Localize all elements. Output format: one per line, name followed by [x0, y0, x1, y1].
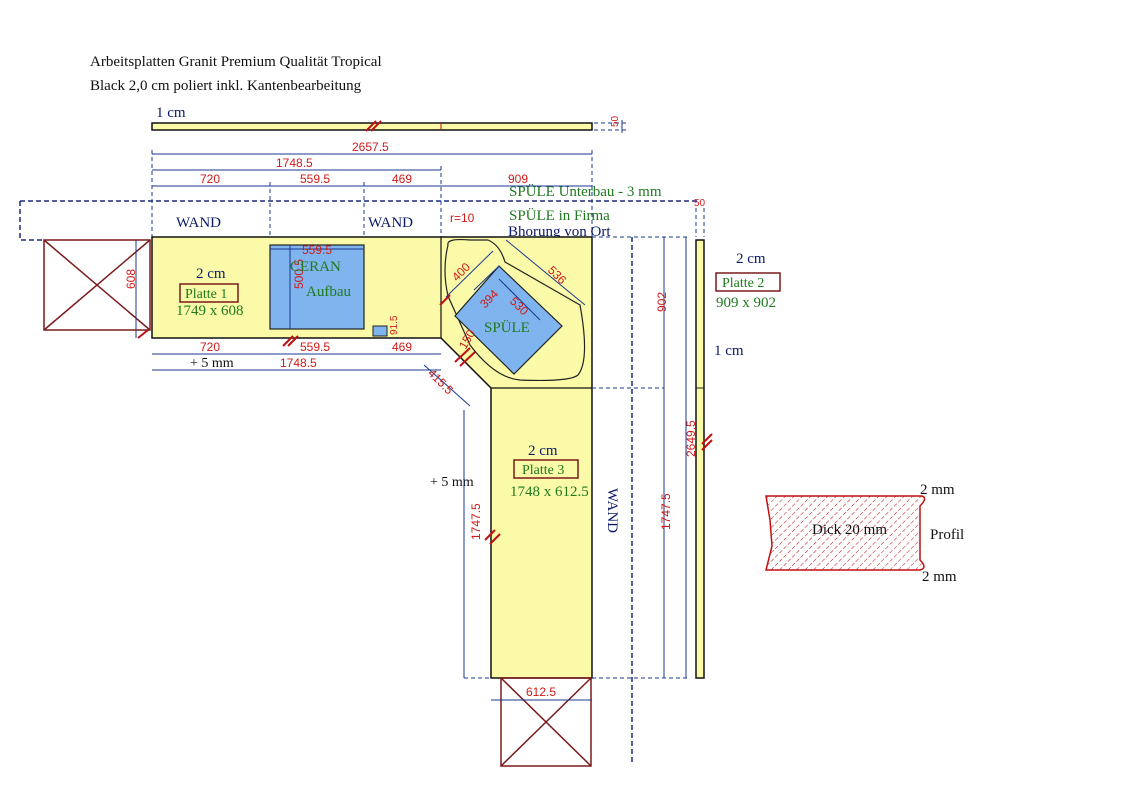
plate3-name: Platte 3: [522, 463, 564, 478]
dim-469-bottom: 469: [392, 340, 412, 354]
dim-5595-bottom: 559.5: [300, 340, 330, 354]
sink-basin-cutout: [454, 265, 563, 375]
wand-right-label: WAND: [604, 488, 620, 533]
dim-ceran-width: 559.5: [302, 243, 332, 257]
plus5-left-label: + 5 mm: [190, 356, 234, 371]
dim-right-total: 2649.5: [684, 420, 698, 457]
plate1-name: Platte 1: [185, 287, 227, 302]
header-line-2: Black 2,0 cm poliert inkl. Kantenbearbei…: [90, 78, 362, 94]
spuele-label: SPÜLE: [484, 319, 530, 336]
dim-5595-top: 559.5: [300, 172, 330, 186]
dim-right-902: 902: [655, 292, 669, 312]
plate3-thickness: 2 cm: [528, 443, 558, 459]
top-strip-break-mark: [365, 120, 377, 132]
plate2-name: Platte 2: [722, 276, 764, 291]
sink-recess-outline: [444, 238, 586, 382]
dim-small-915: 91.5: [389, 315, 400, 335]
plate1-name-box: [179, 283, 239, 303]
dim-strip-50-top: 50: [610, 115, 621, 127]
dim-720-top: 720: [200, 172, 220, 186]
wand-left-label: WAND: [176, 215, 221, 231]
profil-dick-label: Dick 20 mm: [812, 522, 887, 538]
profil-top-label: 2 mm: [920, 482, 955, 498]
left-cabinet-box: [43, 239, 151, 331]
top-strip-thickness-label: 1 cm: [156, 105, 186, 121]
profil-label: Profil: [930, 527, 964, 543]
plate1-size: 1749 x 608: [176, 303, 244, 319]
plate2-name-box: [715, 272, 781, 292]
plate3-size: 1748 x 612.5: [510, 484, 589, 500]
header-line-1: Arbeitsplatten Granit Premium Qualität T…: [90, 54, 382, 70]
plate2-size: 909 x 902: [716, 295, 776, 311]
dim-plate1-top: 1748.5: [276, 156, 313, 170]
edge-profile-section: [765, 495, 926, 571]
dim-plate1-bottom: 1748.5: [280, 356, 317, 370]
plate2-thickness: 2 cm: [736, 251, 766, 267]
radius-label: r=10: [450, 211, 475, 225]
small-cutout: [372, 325, 388, 337]
aufbau-label: Aufbau: [306, 284, 351, 300]
dim-ceran-height: 500.5: [292, 259, 306, 289]
dim-720-bottom: 720: [200, 340, 220, 354]
spuele-firma-label: SPÜLE in Firma: [509, 207, 610, 224]
spuele-unterbau-label: SPÜLE Unterbau - 3 mm: [509, 183, 662, 200]
plus5-bottom-label: + 5 mm: [430, 475, 474, 490]
dim-bottom-6125: 612.5: [526, 685, 556, 699]
ceran-label: CERAN: [290, 259, 341, 275]
ceran-cooktop-cutout: [269, 244, 365, 330]
bohrung-label: Bhorung von Ort: [508, 224, 611, 240]
dim-left-17475: 1747.5: [469, 503, 483, 540]
dim-total-top: 2657.5: [352, 140, 389, 154]
right-strip-thickness-label: 1 cm: [714, 343, 744, 359]
plate1-thickness: 2 cm: [196, 266, 226, 282]
dim-diag-4155: 415.5: [425, 366, 456, 397]
dim-depth-608: 608: [124, 269, 138, 289]
dim-909: 909: [508, 172, 528, 186]
dim-right-17475: 1747.5: [659, 493, 673, 530]
dim-strip-50-right: 50: [694, 198, 706, 209]
plate3-name-box: [513, 459, 579, 479]
right-strip: [695, 239, 705, 679]
dim-469-top: 469: [392, 172, 412, 186]
wand-mid-label: WAND: [368, 215, 413, 231]
bottom-cabinet-box: [500, 677, 592, 767]
profil-bottom-label: 2 mm: [922, 569, 957, 585]
